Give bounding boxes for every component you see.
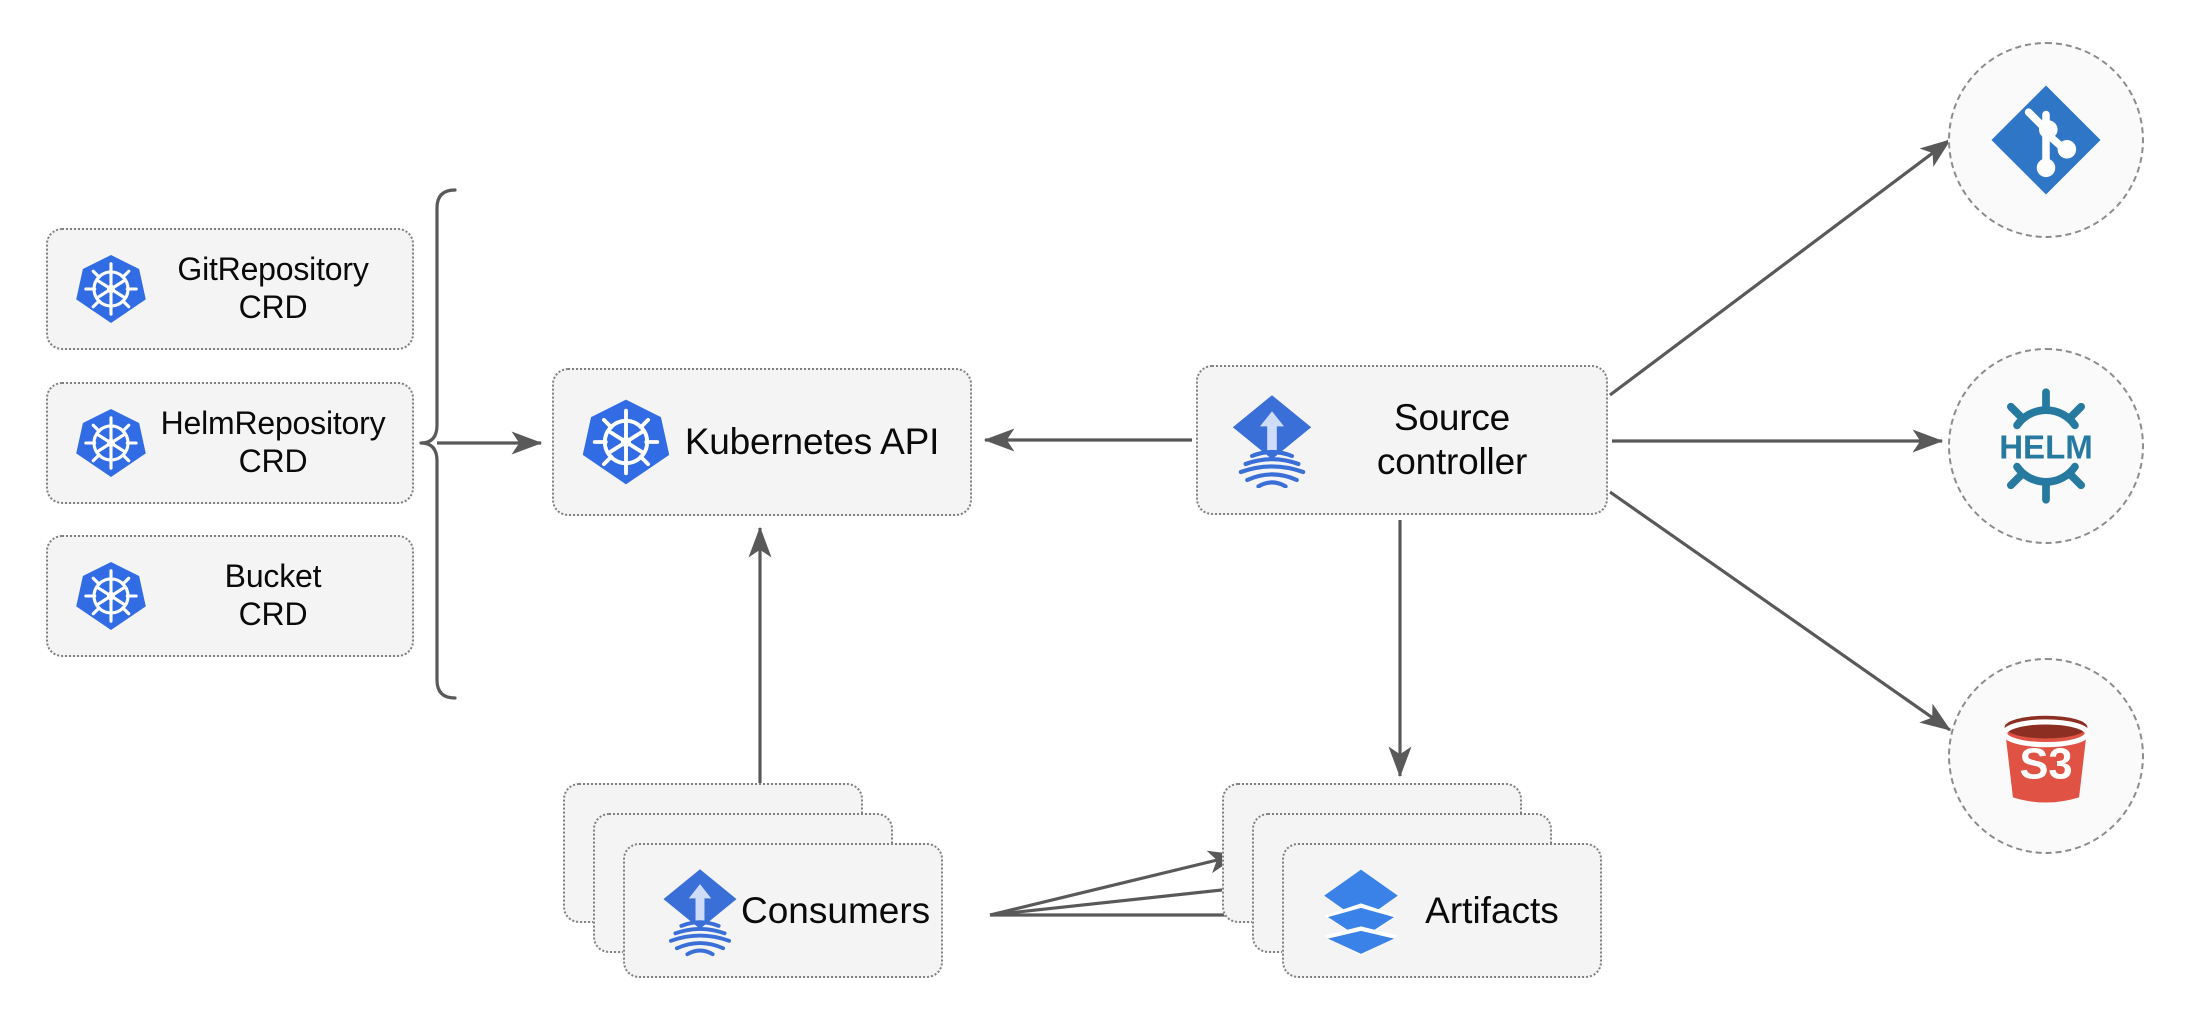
node-source-controller[interactable]: Source controller	[1196, 365, 1608, 515]
kubernetes-icon	[74, 559, 148, 633]
flux-icon	[1228, 392, 1316, 489]
crd-box-gitrepository[interactable]: GitRepository CRD	[46, 228, 414, 350]
node-label: Consumers	[741, 889, 931, 931]
edge-consumers-to-artifacts-1	[989, 850, 1240, 917]
stack-sheet-front[interactable]: Artifacts	[1282, 843, 1602, 978]
external-helm-source[interactable]: HELM	[1948, 348, 2144, 544]
helm-icon: HELM	[1984, 384, 2108, 508]
edge-source-to-s3	[1609, 490, 1952, 732]
node-label: Source controller	[1376, 397, 1528, 482]
stack-sheet-front[interactable]: Consumers	[623, 843, 943, 978]
crd-label: Bucket CRD	[224, 558, 322, 632]
node-label: Kubernetes API	[684, 421, 940, 463]
flux-icon	[659, 865, 741, 957]
layers-icon	[1318, 865, 1404, 957]
kubernetes-icon	[74, 406, 148, 480]
s3-bucket-icon: S3	[1984, 694, 2108, 818]
crd-box-bucket[interactable]: Bucket CRD	[46, 535, 414, 657]
node-consumers[interactable]: Consumers	[563, 783, 943, 978]
crd-label: GitRepository CRD	[177, 251, 369, 325]
kubernetes-icon	[74, 252, 148, 326]
edge-source-to-git	[1609, 138, 1952, 397]
s3-wordmark: S3	[2019, 741, 2072, 789]
node-artifacts[interactable]: Artifacts	[1222, 783, 1602, 978]
external-s3-source[interactable]: S3	[1948, 658, 2144, 854]
crd-label: HelmRepository CRD	[160, 405, 386, 479]
helm-wordmark: HELM	[1999, 429, 2093, 466]
git-icon	[1988, 82, 2104, 198]
crd-box-helmrepository[interactable]: HelmRepository CRD	[46, 382, 414, 504]
external-git-source[interactable]	[1948, 42, 2144, 238]
node-label: Artifacts	[1425, 889, 1559, 931]
crd-group-brace	[419, 188, 457, 700]
node-kubernetes-api[interactable]: Kubernetes API	[552, 368, 972, 516]
kubernetes-icon	[580, 396, 672, 488]
